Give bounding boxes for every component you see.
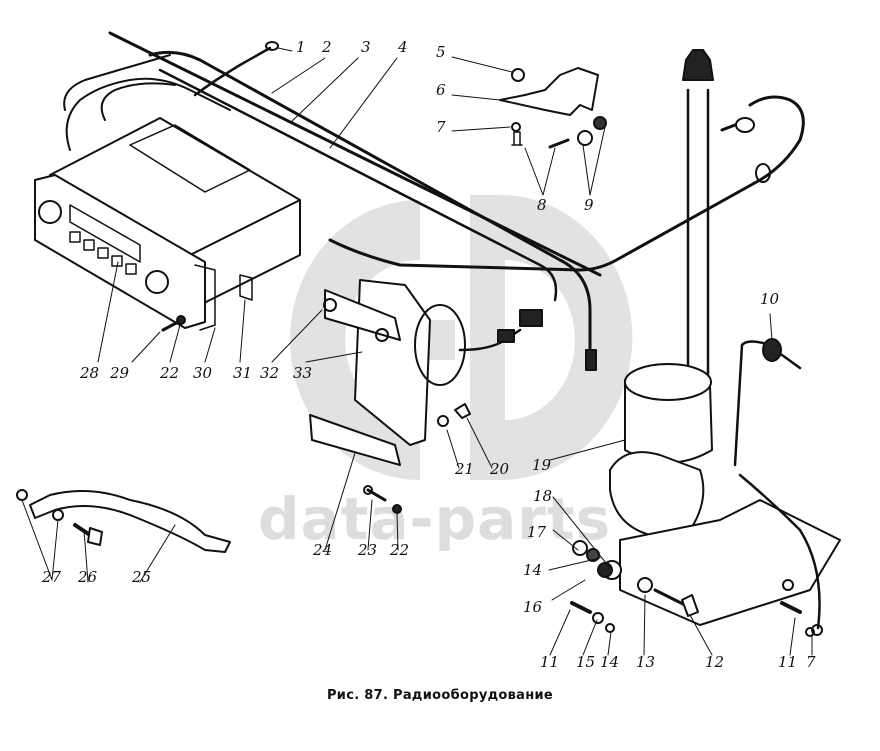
- callout-16: 16: [523, 598, 543, 616]
- callout-31: 31: [233, 364, 253, 382]
- callout-28: 28: [80, 364, 100, 382]
- callout-14-upper: 14: [523, 561, 543, 579]
- leader-lines: [21, 47, 813, 656]
- antenna-cable: [328, 95, 805, 272]
- callout-13: 13: [636, 653, 656, 671]
- callout-32: 32: [260, 364, 280, 382]
- callout-7: 7: [436, 118, 446, 136]
- callout-26: 26: [78, 568, 98, 586]
- speaker-assembly: [309, 279, 597, 466]
- callout-21: 21: [455, 460, 475, 478]
- callout-17: 17: [527, 523, 547, 541]
- callout-11-left: 11: [540, 653, 560, 671]
- callout-19: 19: [532, 456, 552, 474]
- watermark-text: data-parts: [258, 485, 612, 553]
- callout-24: 24: [313, 541, 333, 559]
- callout-6: 6: [436, 81, 446, 99]
- callout-10: 10: [760, 290, 780, 308]
- antenna-fasteners: [570, 540, 815, 637]
- callout-23: 23: [358, 541, 378, 559]
- cable-bundle: [63, 31, 602, 352]
- callout-22-lower: 22: [390, 541, 410, 559]
- callout-14-lower: 14: [600, 653, 620, 671]
- callout-29: 29: [110, 364, 130, 382]
- power-antenna: [609, 49, 841, 636]
- callout-1: 1: [296, 38, 306, 56]
- figure-caption: Рис. 87. Радиооборудование: [326, 688, 554, 703]
- callout-30: 30: [193, 364, 213, 382]
- radio-receiver: [34, 117, 301, 331]
- callout-4: 4: [398, 38, 408, 56]
- callout-15: 15: [576, 653, 596, 671]
- callout-7-lower: 7: [806, 653, 816, 671]
- callout-33: 33: [293, 364, 313, 382]
- callout-12: 12: [705, 653, 725, 671]
- callout-2: 2: [322, 38, 332, 56]
- callout-18: 18: [533, 487, 553, 505]
- callout-5: 5: [436, 43, 446, 61]
- callout-27: 27: [42, 568, 62, 586]
- callout-25: 25: [132, 568, 152, 586]
- callout-11-right: 11: [778, 653, 798, 671]
- ground-strap: [16, 489, 231, 553]
- callout-20: 20: [490, 460, 510, 478]
- callout-9: 9: [584, 196, 594, 214]
- callout-22-upper: 22: [160, 364, 180, 382]
- bracket-parts: [499, 67, 607, 149]
- callout-3: 3: [361, 38, 371, 56]
- callout-8: 8: [537, 196, 547, 214]
